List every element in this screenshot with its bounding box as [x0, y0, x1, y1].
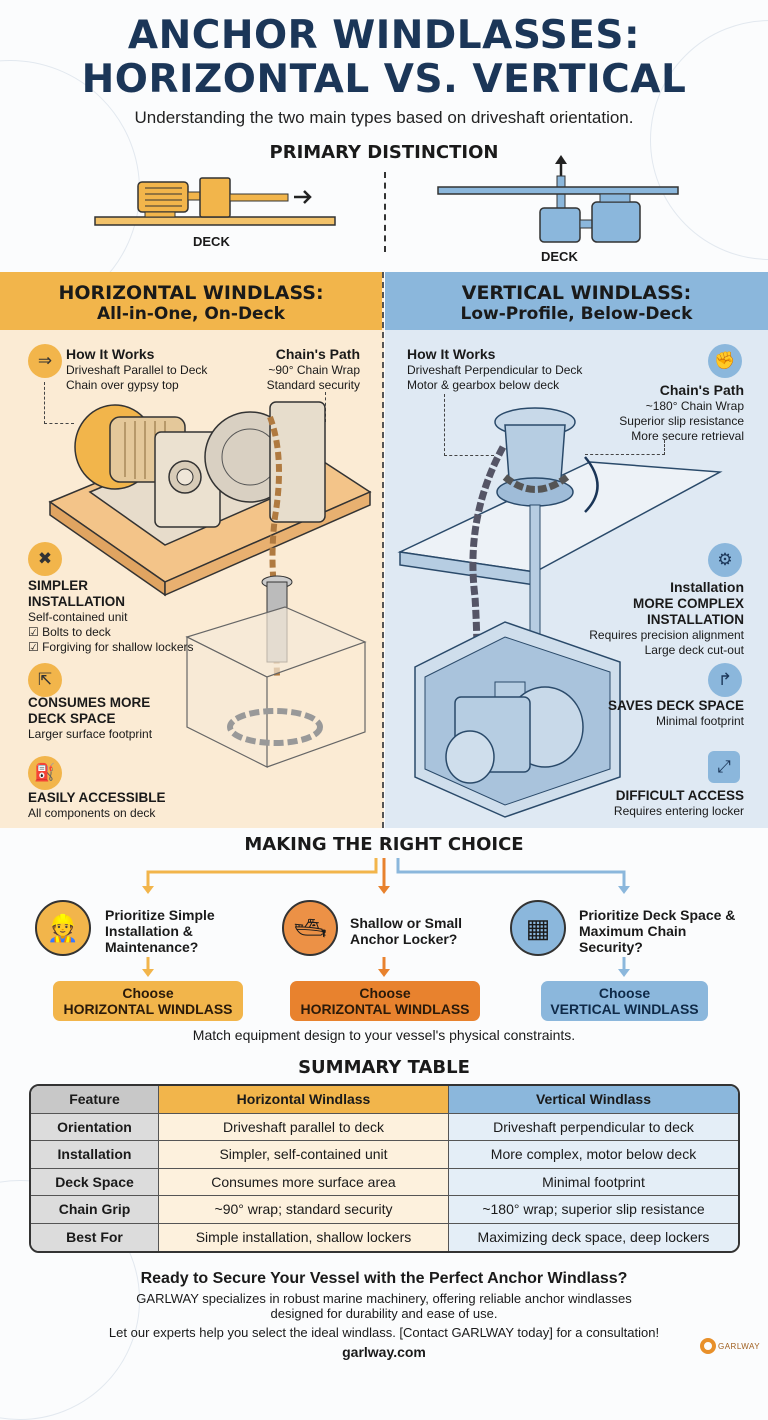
- choice-question-2: Shallow or Small Anchor Locker?: [350, 915, 463, 947]
- primary-distinction-title: PRIMARY DISTINCTION: [269, 142, 499, 163]
- choice-question-1: Prioritize Simple Installation & Mainten…: [105, 907, 215, 955]
- horizontal-deck-space: CONSUMES MORE DECK SPACE Larger surface …: [28, 695, 153, 741]
- choose-horizontal-button-2[interactable]: Choose HORIZONTAL WINDLASS: [290, 981, 480, 1021]
- horizontal-panel-header: HORIZONTAL WINDLASS: All-in-One, On-Deck: [0, 272, 382, 330]
- page-subtitle: Understanding the two main types based o…: [134, 108, 634, 127]
- deck-label-horizontal: DECK: [193, 234, 230, 249]
- header-feature: Feature: [31, 1086, 159, 1114]
- vertical-panel-header: VERTICAL WINDLASS: Low-Profile, Below-De…: [385, 272, 768, 330]
- header-vertical: Vertical Windlass: [449, 1086, 738, 1114]
- summary-table-title: SUMMARY TABLE: [298, 1057, 470, 1078]
- vertical-driveshaft-diagram: [437, 155, 679, 243]
- vertical-access: DIFFICULT ACCESS Requires entering locke…: [613, 788, 744, 818]
- callout-line: [44, 382, 74, 424]
- choice-flow-lines: [142, 858, 630, 894]
- vertical-deck-space: SAVES DECK SPACE Minimal footprint: [607, 698, 744, 728]
- mechanic-icon: 👷: [35, 900, 91, 956]
- cta-body-line1: GARLWAY specializes in robust marine mac…: [136, 1291, 632, 1306]
- callout-line: [585, 440, 665, 455]
- table-row: Best For Simple installation, shallow lo…: [31, 1223, 738, 1251]
- header-horizontal: Horizontal Windlass: [159, 1086, 449, 1114]
- vertical-how-it-works: How It Works Driveshaft Perpendicular to…: [407, 346, 583, 392]
- oil-can-icon: ⛽: [28, 756, 62, 790]
- primary-distinction-divider: [384, 172, 386, 252]
- call-to-action: Ready to Secure Your Vessel with the Per…: [0, 1270, 768, 1360]
- website-link[interactable]: garlway.com: [342, 1344, 426, 1360]
- vertical-windlass-panel: VERTICAL WINDLASS: Low-Profile, Below-De…: [385, 272, 768, 828]
- horizontal-chain-path: Chain's Path ~90° Chain Wrap Standard se…: [266, 346, 360, 392]
- table-header-row: Feature Horizontal Windlass Vertical Win…: [31, 1086, 738, 1114]
- vertical-chain-path: Chain's Path ~180° Chain Wrap Superior s…: [619, 382, 744, 443]
- horizontal-windlass-panel: HORIZONTAL WINDLASS: All-in-One, On-Deck…: [0, 272, 384, 828]
- horizontal-driveshaft-diagram: [94, 177, 336, 226]
- horizontal-how-it-works: How It Works Driveshaft Parallel to Deck…: [66, 346, 208, 392]
- summary-table: Feature Horizontal Windlass Vertical Win…: [29, 1084, 740, 1253]
- vertical-subtitle: Low-Profile, Below-Deck: [460, 304, 693, 324]
- deck-label-vertical: DECK: [541, 249, 578, 264]
- logo-ring-icon: [700, 1338, 716, 1354]
- choice-footer-note: Match equipment design to your vessel's …: [192, 1027, 576, 1043]
- double-arrow-right-icon: ⇒: [28, 344, 62, 378]
- vertical-installation: Installation MORE COMPLEX INSTALLATION R…: [589, 579, 744, 657]
- boat-icon: 🛥: [282, 900, 338, 956]
- horizontal-installation: SIMPLER INSTALLATION Self-contained unit…: [28, 578, 194, 654]
- checklist-item: ☑ Bolts to deck: [28, 625, 111, 639]
- page-title-line1: ANCHOR WINDLASSES:: [127, 13, 641, 58]
- horizontal-windlass-illustration: [48, 401, 372, 768]
- fist-icon: ✊: [708, 344, 742, 378]
- horizontal-access: EASILY ACCESSIBLE All components on deck: [28, 790, 166, 820]
- gear-icon: ⚙: [708, 543, 742, 577]
- axes-icon: ↱: [708, 663, 742, 697]
- compress-icon: ⤢: [708, 751, 740, 783]
- deck-platform-icon: ▦: [510, 900, 566, 956]
- choice-title: MAKING THE RIGHT CHOICE: [244, 834, 524, 855]
- checklist-item: ☑ Forgiving for shallow lockers: [28, 640, 194, 654]
- table-row: Orientation Driveshaft parallel to deck …: [31, 1113, 738, 1141]
- tools-icon: ✖: [28, 542, 62, 576]
- table-row: Installation Simpler, self-contained uni…: [31, 1141, 738, 1169]
- horizontal-subtitle: All-in-One, On-Deck: [97, 304, 285, 324]
- choose-vertical-button[interactable]: Choose VERTICAL WINDLASS: [541, 981, 708, 1021]
- resize-icon: ⇱: [28, 663, 62, 697]
- cta-body-line2: designed for durability and ease of use.: [270, 1306, 498, 1321]
- choose-horizontal-button-1[interactable]: Choose HORIZONTAL WINDLASS: [53, 981, 243, 1021]
- page-header: ANCHOR WINDLASSES: HORIZONTAL VS. VERTIC…: [0, 14, 768, 128]
- callout-line: [444, 394, 494, 456]
- vertical-title: VERTICAL WINDLASS:: [461, 282, 692, 304]
- choice-result-arrows: [142, 957, 630, 977]
- page-title-line2: HORIZONTAL VS. VERTICAL: [81, 57, 687, 102]
- garlway-logo: GARLWAY: [700, 1338, 760, 1354]
- table-row: Chain Grip ~90° wrap; standard security …: [31, 1196, 738, 1224]
- horizontal-title: HORIZONTAL WINDLASS:: [58, 282, 324, 304]
- cta-heading: Ready to Secure Your Vessel with the Per…: [140, 1270, 628, 1287]
- table-row: Deck Space Consumes more surface area Mi…: [31, 1168, 738, 1196]
- choice-question-3: Prioritize Deck Space & Maximum Chain Se…: [579, 907, 736, 955]
- vertical-windlass-illustration: [397, 407, 723, 818]
- cta-contact-link[interactable]: Let our experts help you select the idea…: [108, 1325, 660, 1340]
